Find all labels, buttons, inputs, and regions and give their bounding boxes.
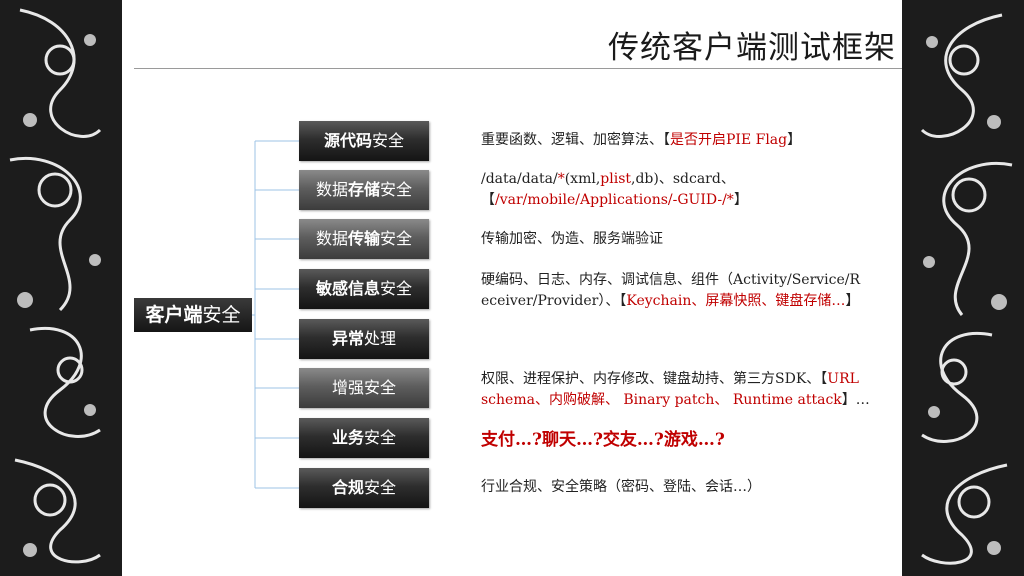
desc-text: eceiver/Provider）、【 [481,293,626,309]
description-business: 支付…?聊天…?交友…?游戏…? [481,430,913,451]
description-data-transmission: 传输加密、伪造、服务端验证 [481,229,913,250]
desc-highlight: plist [600,171,631,187]
category-rest: 安全 [364,478,396,497]
desc-text: 硬编码、日志、内存、调试信息、组件（Activity/Service/R [481,272,860,288]
desc-text: 】 [787,132,801,148]
desc-text: 行业合规、安全策略（密码、登陆、会话…） [481,479,761,495]
category-hardening-security: 增强安全 [299,368,429,408]
category-bold: 敏感信息 [316,279,380,298]
desc-text: 【 [481,192,495,208]
desc-highlight: 是否开启PIE Flag [670,132,787,148]
root-node-bold: 客户端 [145,304,202,326]
category-sensitive-info-security: 敏感信息安全 [299,269,429,309]
desc-text: 传输加密、伪造、服务端验证 [481,231,663,247]
desc-text: /data/data/ [481,171,558,187]
desc-text: 权限、进程保护、内存修改、键盘劫持、第三方SDK、【 [481,371,827,387]
category-bold: 业务 [332,428,364,447]
desc-highlight: schema、内购破解、 Binary patch、 Runtime attac… [481,392,842,408]
root-node-client-security: 客户端安全 [134,298,252,332]
desc-highlight: URL [827,371,859,387]
category-data-storage-security: 数据存储安全 [299,170,429,210]
description-data-storage: /data/data/*(xml,plist,db)、sdcard、 【/var… [481,169,913,211]
category-rest: 安全 [380,180,412,199]
category-business-security: 业务安全 [299,418,429,458]
desc-highlight: /var/mobile/Applications/-GUID-/* [495,192,734,208]
category-rest: 安全 [372,131,404,150]
description-compliance: 行业合规、安全策略（密码、登陆、会话…） [481,477,913,498]
desc-text: (xml, [565,171,601,187]
category-bold: 传输 [348,229,380,248]
category-bold: 合规 [332,478,364,497]
category-rest: 增强安全 [332,378,396,397]
desc-text: ,db)、sdcard、 [631,171,735,187]
desc-text: 】 [845,293,859,309]
category-bold: 源代码 [324,131,372,150]
description-sensitive-info: 硬编码、日志、内存、调试信息、组件（Activity/Service/R ece… [481,270,913,312]
desc-highlight: 支付…?聊天…?交友…?游戏…? [481,430,725,450]
description-source-code: 重要函数、逻辑、加密算法、【是否开启PIE Flag】 [481,130,913,151]
desc-text: 】… [842,392,870,408]
category-rest: 处理 [364,329,396,348]
desc-highlight: Keychain、屏幕快照、键盘存储… [626,293,845,309]
desc-text: 重要函数、逻辑、加密算法、【 [481,132,670,148]
category-bold: 异常 [332,329,364,348]
category-lead: 数据 [316,180,348,199]
category-source-code-security: 源代码安全 [299,121,429,161]
category-exception-handling: 异常处理 [299,319,429,359]
desc-text: 】 [734,192,748,208]
desc-highlight: * [558,171,565,187]
root-node-rest: 安全 [203,304,241,326]
category-bold: 存储 [348,180,380,199]
category-lead: 数据 [316,229,348,248]
category-rest: 安全 [380,229,412,248]
category-compliance-security: 合规安全 [299,468,429,508]
category-rest: 安全 [380,279,412,298]
description-hardening: 权限、进程保护、内存修改、键盘劫持、第三方SDK、【URL schema、内购破… [481,369,913,411]
category-data-transmission-security: 数据传输安全 [299,219,429,259]
category-rest: 安全 [364,428,396,447]
